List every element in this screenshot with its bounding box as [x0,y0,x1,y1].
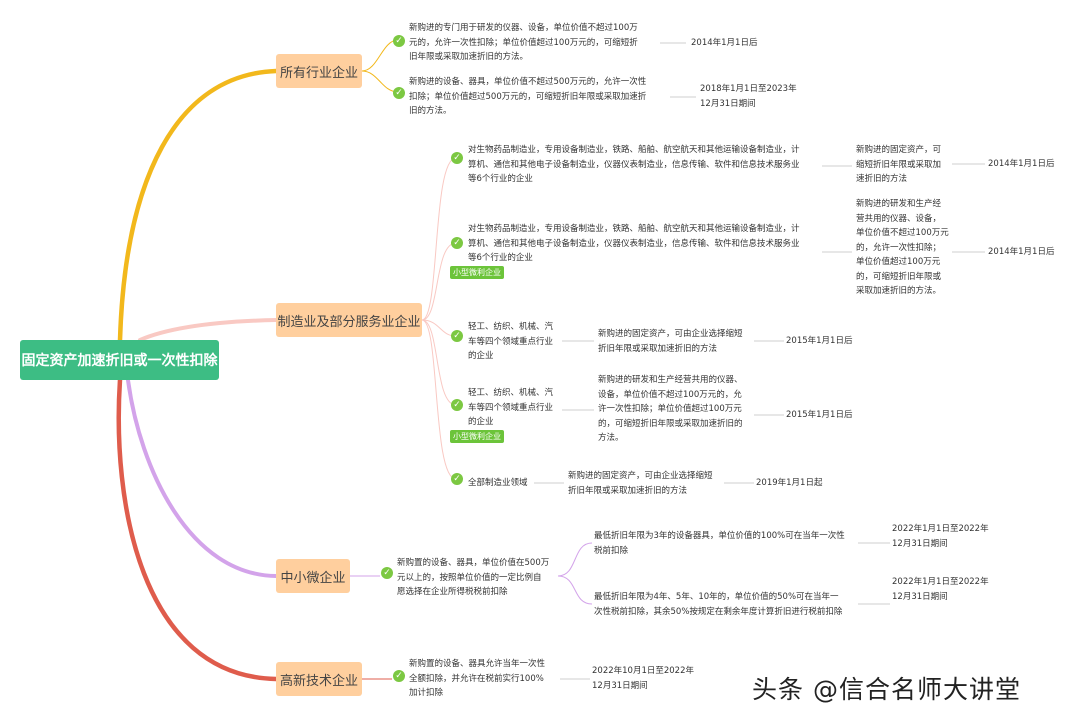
small-micro-tag: 小型微利企业 [450,266,504,279]
check-icon: ✓ [381,567,393,579]
branch-manufacturing[interactable]: 制造业及部分服务业企业 [276,303,422,337]
all-date-1: 2014年1月1日后 [691,38,758,48]
check-icon: ✓ [451,237,463,249]
mfg-policy-2: 新购进的研发和生产经 营共用的仪器、设备， 单位价值不超过100万元 的，允许一… [856,199,949,296]
all-condition-1: 新购进的专门用于研发的仪器、设备，单位价值不超过100万 元的，允许一次性扣除；… [409,23,638,62]
sme-date-2: 2022年1月1日至2022年 12月31日期间 [892,577,989,602]
mfg-date-4: 2015年1月1日后 [786,410,853,420]
sme-date-1: 2022年1月1日至2022年 12月31日期间 [892,524,989,549]
mfg-condition-5: 全部制造业领域 [468,478,528,488]
all-condition-2: 新购进的设备、器具，单位价值不超过500万元的，允许一次性 扣除；单位价值超过5… [409,77,647,116]
mfg-date-5: 2019年1月1日起 [756,478,823,488]
hitech-date-1: 2022年10月1日至2022年 12月31日期间 [592,666,694,691]
mfg-policy-5: 新购进的固定资产，可由企业选择缩短 折旧年限或采取加速折旧的方法 [568,471,713,496]
all-date-2: 2018年1月1日至2023年 12月31日期间 [700,84,797,109]
check-icon: ✓ [451,399,463,411]
sme-sub-2: 最低折旧年限为4年、5年、10年的，单位价值的50%可在当年一 次性税前扣除，其… [594,592,843,617]
mfg-condition-2: 对生物药品制造业，专用设备制造业，铁路、船舶、航空航天和其他运输设备制造业，计 … [468,224,800,263]
branch-sme[interactable]: 中小微企业 [276,559,350,593]
mfg-condition-1: 对生物药品制造业，专用设备制造业，铁路、船舶、航空航天和其他运输设备制造业，计 … [468,145,800,184]
link-root-hitech [116,377,279,682]
branch-all-industries[interactable]: 所有行业企业 [276,54,362,88]
mfg-condition-4: 轻工、纺织、机械、汽 车等四个领域重点行业 的企业 [468,388,554,427]
link-root-sme [126,378,278,578]
sme-condition-1: 新购置的设备、器具，单位价值在500万 元以上的，按照单位价值的一定比例自 愿选… [397,558,550,597]
sme-sub-1: 最低折旧年限为3年的设备器具，单位价值的100%可在当年一次性 税前扣除 [594,531,845,556]
mfg-policy-1: 新购进的固定资产，可 缩短折旧年限或采取加 速折旧的方法 [856,145,942,184]
hitech-condition-1: 新购置的设备、器具允许当年一次性 全额扣除，并允许在税前实行100% 加计扣除 [409,659,546,698]
check-icon: ✓ [451,152,463,164]
mfg-condition-3: 轻工、纺织、机械、汽 车等四个领域重点行业 的企业 [468,322,554,361]
mfg-date-1: 2014年1月1日后 [988,159,1055,169]
mfg-date-2: 2014年1月1日后 [988,247,1055,257]
check-icon: ✓ [393,670,405,682]
mfg-date-3: 2015年1月1日后 [786,336,853,346]
check-icon: ✓ [451,330,463,342]
link-root-all [117,68,279,343]
root-node[interactable]: 固定资产加速折旧或一次性扣除 [20,340,219,380]
check-icon: ✓ [393,87,405,99]
mfg-policy-4: 新购进的研发和生产经营共用的仪器、 设备，单位价值不超过100万元的，允 许一次… [598,375,743,443]
check-icon: ✓ [451,473,463,485]
check-icon: ✓ [393,35,405,47]
small-micro-tag: 小型微利企业 [450,430,504,443]
link-root-mfg [138,318,278,342]
mfg-policy-3: 新购进的固定资产，可由企业选择缩短 折旧年限或采取加速折旧的方法 [598,329,743,354]
watermark-text: 头条 @信合名师大讲堂 [752,675,1021,704]
branch-hitech[interactable]: 高新技术企业 [276,662,362,696]
